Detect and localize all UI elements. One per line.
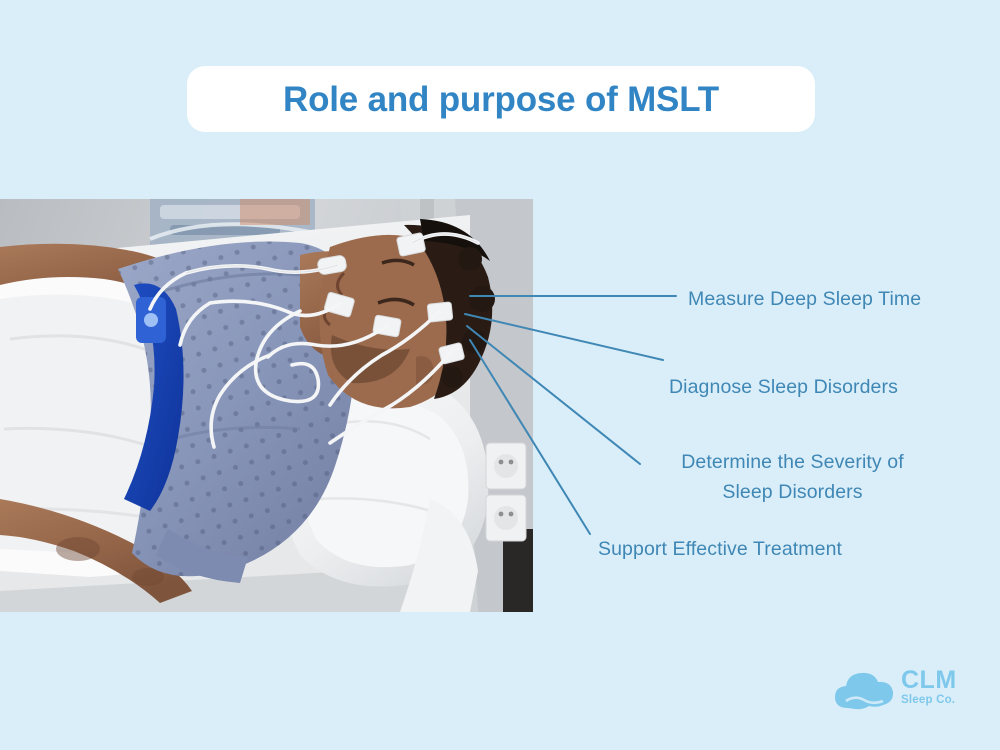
brand-logo: CLM Sleep Co. [833,667,973,715]
page-title: Role and purpose of MSLT [283,79,719,119]
logo-name: CLM [901,666,957,694]
sleep-study-photo-illustration [0,199,533,612]
sleep-study-photo [0,199,533,612]
logo-wordmark: CLM Sleep Co. [901,667,973,708]
callout-label-measure-deep-sleep-time: Measure Deep Sleep Time [688,288,922,310]
callout-label-support-effective-treatment: Support Effective Treatment [598,538,843,560]
title-card: Role and purpose of MSLT [187,66,815,132]
callout-label-determine-severity: Determine the Severity of Sleep Disorder… [681,451,904,503]
cloud-icon [833,670,895,710]
logo-tagline: Sleep Co. [901,694,956,707]
callout-label-diagnose-sleep-disorders: Diagnose Sleep Disorders [669,376,898,398]
